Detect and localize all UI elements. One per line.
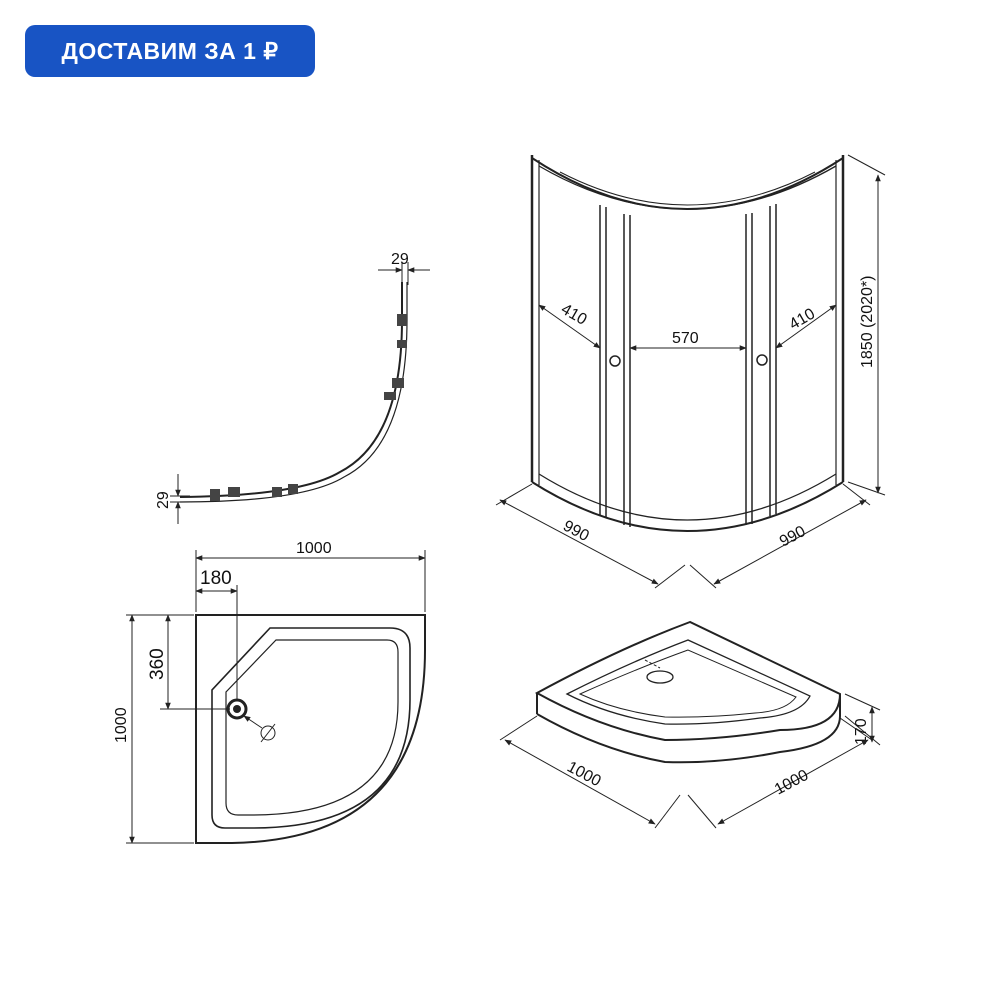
tray-drain-x-dim: 180 <box>200 568 232 589</box>
profile-top-dim: 29 <box>391 251 409 268</box>
tray-height-dim: 1000 <box>113 707 130 743</box>
cabin-left-door-dim: 410 <box>558 301 590 329</box>
cabin-height-dim: 1850 (2020*) <box>859 275 876 368</box>
cabin-depth-right-dim: 990 <box>777 523 809 551</box>
profile-left-dim: 29 <box>155 491 172 509</box>
tray-width-dim: 1000 <box>296 540 332 557</box>
tray-drain-y-dim: 360 <box>147 648 168 680</box>
cabin-center-dim: 570 <box>672 330 699 347</box>
tray-iso-left-dim: 1000 <box>564 759 603 791</box>
tray-iso-view: 170 1000 1000 <box>499 620 881 829</box>
cabin-depth-left-dim: 990 <box>560 518 592 546</box>
delivery-badge[interactable]: ДОСТАВИМ ЗА 1 ₽ <box>25 25 315 77</box>
delivery-badge-label: ДОСТАВИМ ЗА 1 ₽ <box>61 37 279 64</box>
tray-iso-height-dim: 170 <box>853 718 870 745</box>
tray-plan-view: 1000 180 360 1000 <box>113 540 426 844</box>
profile-plan-view: 29 29 <box>155 251 430 524</box>
tray-iso-right-dim: 1000 <box>772 767 811 799</box>
cabin-front-view: 410 570 410 1850 (2020*) 990 990 <box>495 154 886 589</box>
